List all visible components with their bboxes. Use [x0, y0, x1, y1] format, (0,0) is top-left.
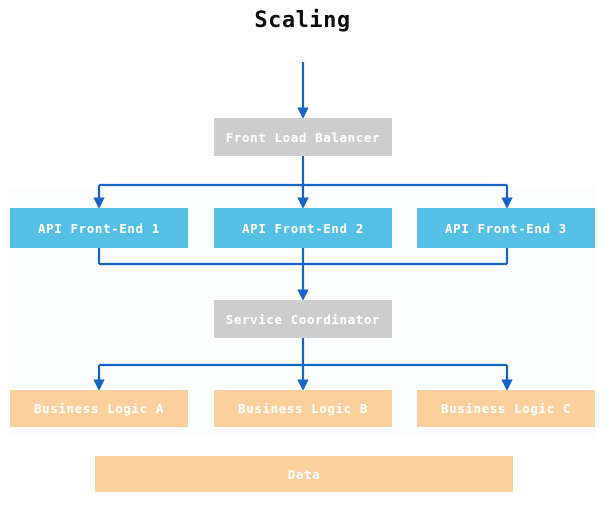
node-front-load-balancer[interactable]: Front Load Balancer: [214, 118, 392, 156]
node-service-coordinator[interactable]: Service Coordinator: [214, 300, 392, 338]
node-business-logic-c[interactable]: Business Logic C: [417, 390, 595, 427]
node-data[interactable]: Data: [95, 456, 513, 492]
node-business-logic-b[interactable]: Business Logic B: [214, 390, 392, 427]
diagram-title: Scaling: [254, 8, 351, 33]
node-business-logic-a[interactable]: Business Logic A: [10, 390, 188, 427]
node-api-front-end-2[interactable]: API Front-End 2: [214, 208, 392, 248]
node-api-front-end-3[interactable]: API Front-End 3: [417, 208, 595, 248]
node-api-front-end-1[interactable]: API Front-End 1: [10, 208, 188, 248]
